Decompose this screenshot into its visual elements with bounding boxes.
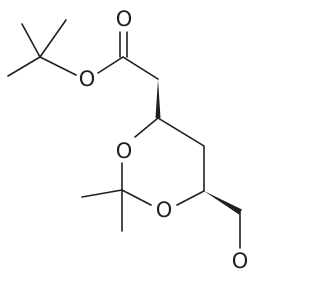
bond-tbu-methyl-top-left	[21, 23, 41, 58]
bond-tbu-methyl-top-right	[39, 19, 67, 58]
bond-gem-methyl-left	[81, 189, 123, 198]
atom-label-ester-carbonyl-oxygen: O	[116, 7, 133, 31]
atom-label-ring-oxygen-bottom: O	[156, 198, 173, 222]
atom-label-ring-oxygen-top: O	[116, 139, 133, 163]
bond-ester-o-carbonyl-c	[97, 56, 124, 74]
bond-ring-o1-c6	[176, 190, 205, 206]
wedge-bond-bottom-stereocenter	[204, 191, 242, 215]
bond-carbonyl-ch2	[122, 56, 159, 80]
bond-ring-c2-o1	[121, 189, 152, 206]
bond-ring-c5-c4	[157, 117, 205, 147]
atom-label-aldehyde-oxygen: O	[232, 249, 249, 273]
bond-ring-c4-o3	[134, 117, 159, 138]
atom-label-ester-oxygen: O	[79, 67, 96, 91]
wedge-bond-top-stereocenter	[155, 79, 161, 118]
chemical-structure: O O O O O	[7, 7, 249, 273]
bond-tbu-methyl-left	[7, 56, 41, 77]
bond-tbu-ester-o	[39, 56, 77, 76]
